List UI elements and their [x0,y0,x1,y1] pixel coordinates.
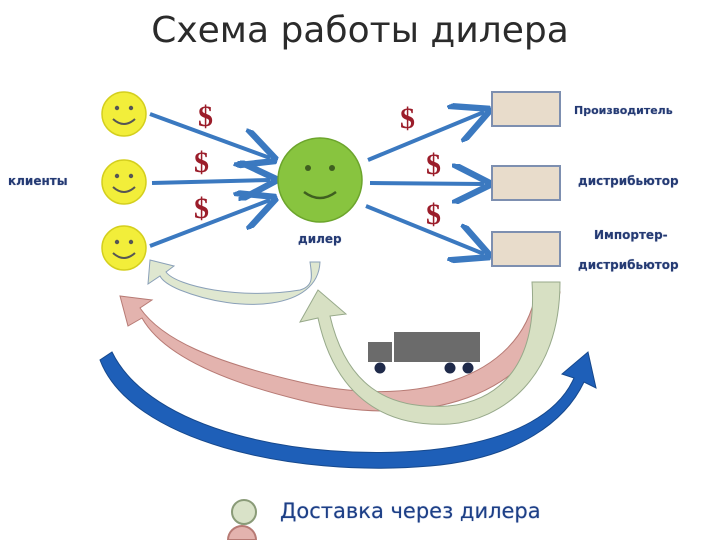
arrow-icon [365,204,484,254]
green-flow-arrow [299,281,561,425]
manufacturer-box [491,91,561,127]
dollar-icon: $ [426,198,441,231]
blue-flow-arrow [99,351,597,469]
manufacturer-label: Производитель [574,104,673,117]
dollar-icon: $ [400,102,415,135]
dealer-client-flow-arrow [147,259,321,305]
legend-dot-partial [226,525,258,540]
legend-dot [231,499,257,525]
arrow-icon [149,200,270,248]
clients-label: клиенты [8,174,68,188]
arrow-icon [369,183,484,184]
legend [226,499,258,540]
dollar-icon: $ [426,148,441,181]
supplier-boxes [491,91,561,267]
distributor-label: дистрибьютор [578,174,679,188]
importer-label-line2: дистрибьютор [578,258,679,272]
smiley-icon [101,159,147,205]
page-title: Схема работы дилера [151,10,569,51]
money-symbols: $ $ $ $ $ $ [194,100,441,231]
arrow-icon [367,112,484,162]
dollar-icon: $ [198,100,213,133]
importer-label-line1: Импортер- [594,228,668,242]
arrow-icon [151,180,270,183]
dollar-icon: $ [194,192,209,225]
importer-box [491,231,561,267]
smiley-icon [101,225,147,271]
dollar-icon: $ [194,146,209,179]
dealer-label: дилер [298,232,342,246]
client-dealer-arrows [149,112,270,248]
arrow-icon [149,112,270,158]
smiley-icon [101,91,147,137]
distributor-box [491,165,561,201]
legend-text: Доставка через дилера [280,499,541,523]
truck-icon [368,332,480,374]
dealer-supplier-arrows [365,112,484,254]
dealer-smiley-icon [277,137,363,223]
flow-arrows [99,259,597,469]
clients-group [101,91,147,271]
